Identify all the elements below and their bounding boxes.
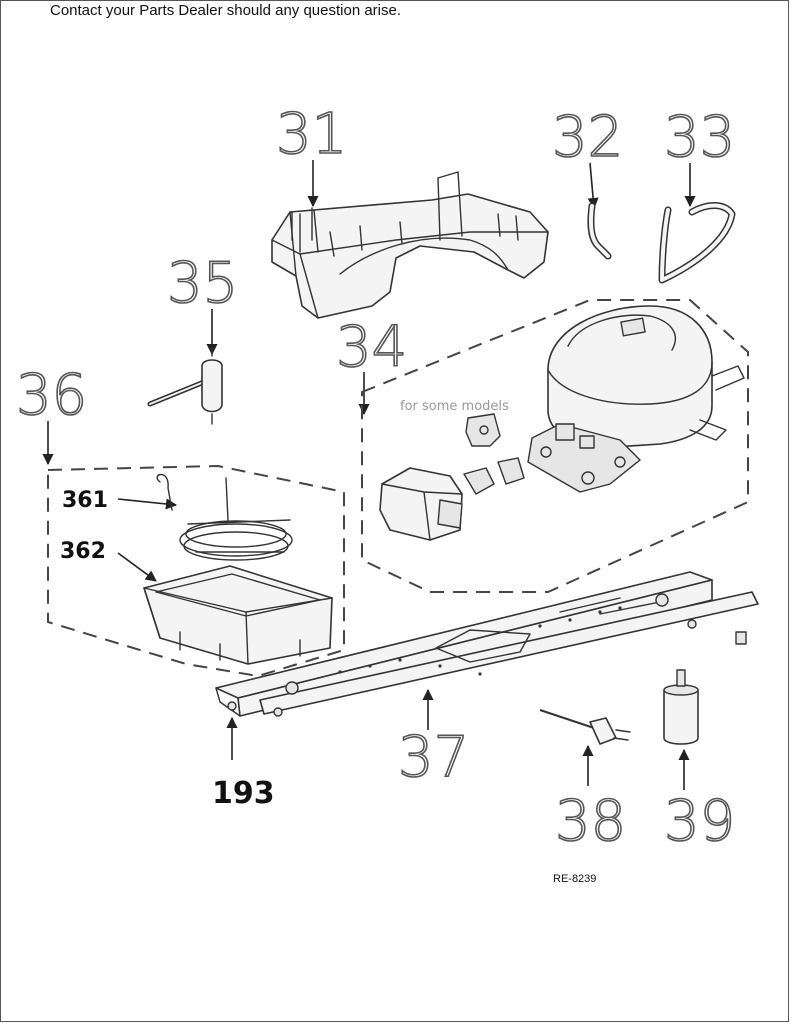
- part-39-capacitor: [663, 669, 699, 745]
- part-35-sensor: [147, 347, 223, 425]
- part-361-heater: [156, 473, 293, 561]
- group-36-outline: [47, 464, 345, 678]
- part-32-tube: [587, 202, 612, 260]
- part-37-rail: [215, 571, 759, 717]
- arrow-362: [117, 552, 157, 582]
- callout-37: 37: [398, 725, 469, 790]
- callout-31: 31: [276, 102, 347, 167]
- arrow-32: [587, 162, 599, 210]
- part-362-tray: [143, 565, 333, 665]
- callout-39: 39: [664, 789, 735, 854]
- callout-361: 361: [62, 488, 108, 513]
- part-34-connector: [463, 457, 525, 495]
- callout-362: 362: [60, 539, 106, 564]
- callout-35: 35: [167, 251, 238, 316]
- callout-34: 34: [336, 315, 407, 380]
- callout-193: 193: [212, 776, 275, 811]
- note-for-some-models: for some models: [400, 399, 509, 414]
- part-34-compressor: [527, 305, 745, 493]
- part-33-bent-tube: [658, 202, 736, 284]
- part-38-cord: [539, 709, 631, 745]
- group-34-outline: [361, 299, 749, 593]
- callout-32: 32: [552, 105, 623, 170]
- arrow-361: [117, 498, 178, 510]
- part-34-clip: [465, 413, 501, 447]
- reference-code: RE-8239: [553, 873, 597, 885]
- part-31-frame: [271, 171, 549, 319]
- callout-33: 33: [664, 105, 735, 170]
- part-34-relay: [379, 467, 463, 541]
- callout-38: 38: [555, 789, 626, 854]
- callout-36: 36: [16, 363, 87, 428]
- header-note: Contact your Parts Dealer should any que…: [50, 2, 402, 19]
